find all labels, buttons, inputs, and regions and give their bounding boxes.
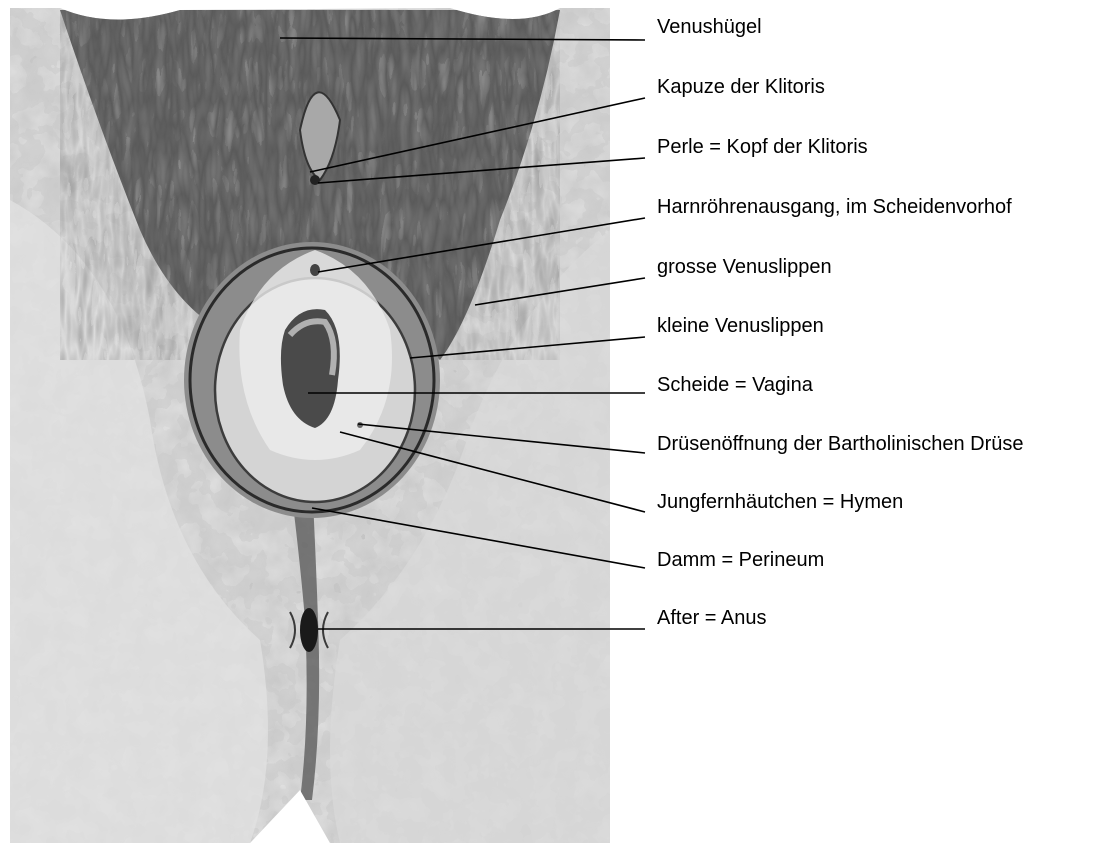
label-after: After = Anus: [657, 607, 767, 629]
urethral-opening: [310, 264, 320, 276]
anus: [300, 608, 318, 652]
label-kapuze: Kapuze der Klitoris: [657, 76, 825, 98]
label-grosse-lippen: grosse Venuslippen: [657, 256, 832, 278]
label-kleine-lippen: kleine Venuslippen: [657, 315, 824, 337]
label-venushuegel: Venushügel: [657, 16, 762, 38]
label-harnroehre: Harnröhrenausgang, im Scheidenvorhof: [657, 196, 1012, 218]
illustration: [0, 0, 620, 843]
label-scheide: Scheide = Vagina: [657, 374, 814, 396]
label-bartholin: Drüsenöffnung der Bartholinischen Drüse: [657, 433, 1024, 455]
labels: Venushügel Kapuze der Klitoris Perle = K…: [657, 16, 1024, 629]
label-hymen: Jungfernhäutchen = Hymen: [657, 491, 903, 513]
label-damm: Damm = Perineum: [657, 549, 824, 571]
label-perle: Perle = Kopf der Klitoris: [657, 136, 868, 158]
